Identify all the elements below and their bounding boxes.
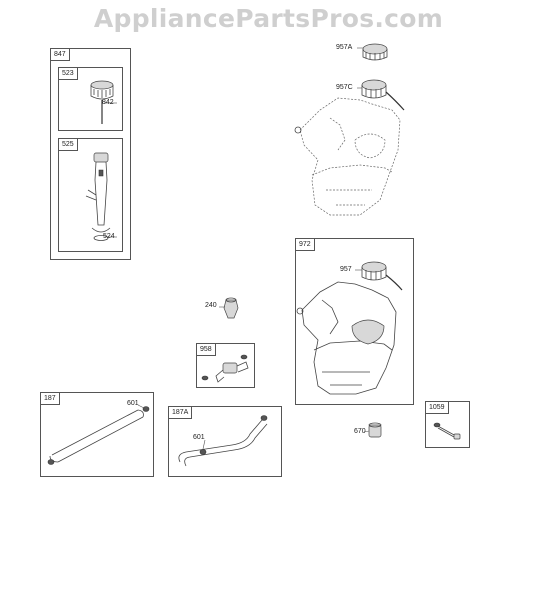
line-187-frame: 187 [40, 392, 154, 477]
watermark-text: AppliancePartsPros.com [93, 4, 444, 33]
fuel-line-187-drawing [47, 406, 150, 465]
valve-958-frame: 958 [196, 343, 255, 388]
fuel-line-187a-drawing [178, 415, 268, 467]
dipstick-tube-drawing [85, 152, 111, 241]
callout-524: 524 [103, 233, 115, 240]
upper-fuel-tank-drawing [294, 79, 405, 216]
callout-601-line-187a: 601 [193, 434, 205, 441]
part-670-drawing [368, 422, 382, 438]
valve-958-tag: 958 [196, 343, 216, 356]
bolt-1059-drawing [433, 422, 461, 440]
tank-972-tag: 972 [295, 238, 315, 251]
tube-525-frame: 525 [58, 138, 123, 252]
dipstick-523-frame: 523 [58, 67, 123, 131]
callout-842: 842 [102, 99, 114, 106]
callout-957a: 957A [336, 44, 353, 51]
tank-972-frame: 972 [295, 238, 414, 405]
kit-847-frame: 847 [50, 48, 131, 260]
tube-525-tag: 525 [58, 138, 78, 151]
fuel-cap-957a-drawing [362, 43, 388, 61]
line-187-tag: 187 [40, 392, 60, 405]
callout-670: 670 [354, 428, 366, 435]
kit-847-tag: 847 [50, 48, 70, 61]
dipstick-523-tag: 523 [58, 67, 78, 80]
fuel-tank-972-drawing [296, 261, 403, 395]
line-187a-tag: 187A [168, 406, 193, 419]
callout-957c: 957C [336, 84, 353, 91]
callout-957: 957 [340, 266, 352, 273]
bolt-1059-frame: 1059 [425, 401, 470, 448]
callout-601-line-187: 601 [127, 400, 139, 407]
bolt-1059-tag: 1059 [425, 401, 449, 414]
callout-240: 240 [205, 302, 217, 309]
valve-958-drawing [201, 354, 249, 383]
part-240-drawing [223, 297, 239, 319]
line-187a-frame: 187A [168, 406, 282, 477]
dipstick-cap-drawing [90, 80, 114, 124]
